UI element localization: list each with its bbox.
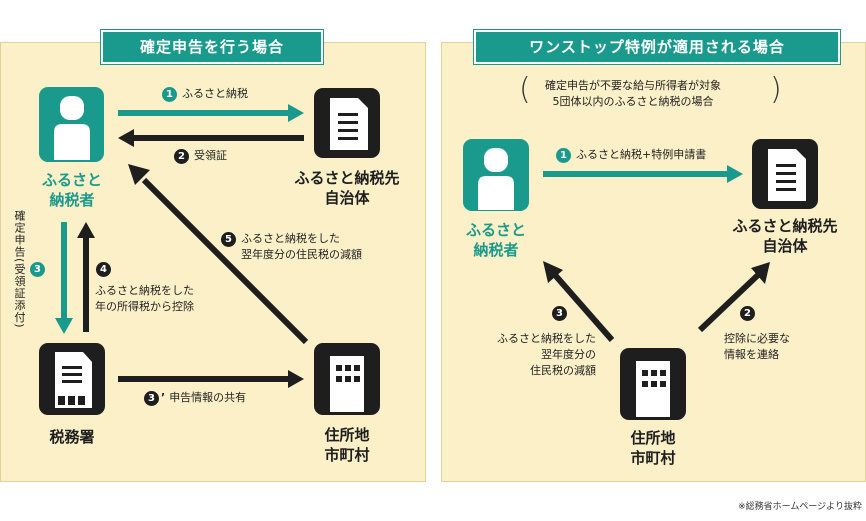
step3-number: 3 bbox=[30, 262, 45, 277]
right-document-icon bbox=[752, 139, 818, 209]
right-building-icon bbox=[620, 348, 686, 420]
arrow-step5 bbox=[128, 164, 309, 345]
step5-number: 5 bbox=[221, 231, 236, 247]
arrow-step1 bbox=[118, 104, 304, 122]
right-arrow-step3 bbox=[543, 261, 615, 342]
step1-number: 1 bbox=[162, 86, 177, 102]
step3-label: 確定申告(受領証添付) bbox=[13, 210, 26, 329]
arrow-step3 bbox=[55, 222, 73, 334]
right-residence-municipality-label: 住所地 市町村 bbox=[630, 429, 676, 467]
step3-prime-number: 3 bbox=[144, 390, 159, 406]
right-step3-label: ふるさと納税をした 翌年度分の 住民税の減額 bbox=[497, 332, 596, 377]
step4-label: ふるさと納税をした 年の所得税から控除 bbox=[95, 284, 194, 313]
right-taxpayer-icon bbox=[463, 139, 529, 211]
note-paren-left: ( bbox=[519, 72, 531, 107]
right-arrow-step1 bbox=[543, 165, 743, 183]
right-step2-label: 控除に必要な 情報を連絡 bbox=[724, 332, 790, 361]
document-icon bbox=[314, 88, 380, 158]
note-paren-right: ) bbox=[770, 72, 782, 107]
right-panel-title: ワンストップ特例が適用される場合 bbox=[473, 29, 841, 65]
arrow-step3-prime bbox=[118, 370, 304, 388]
step2-number: 2 bbox=[174, 148, 189, 164]
tax-office-icon bbox=[39, 343, 105, 415]
step4-number: 4 bbox=[96, 262, 111, 277]
arrow-step4 bbox=[77, 222, 95, 332]
right-step2-number: 2 bbox=[740, 306, 755, 321]
residence-municipality-label: 住所地 市町村 bbox=[324, 426, 370, 464]
arrow-step2 bbox=[118, 129, 304, 147]
taxpayer-icon bbox=[39, 87, 104, 162]
tax-office-label: 税務署 bbox=[49, 428, 95, 446]
right-step1-number: 1 bbox=[556, 147, 571, 163]
left-panel-title: 確定申告を行う場合 bbox=[100, 29, 324, 65]
donee-municipality-label: ふるさと納税先 自治体 bbox=[294, 169, 400, 207]
taxpayer-label: ふるさと 納税者 bbox=[41, 171, 102, 209]
building-icon bbox=[314, 343, 380, 415]
source-footnote: ※総務省ホームページより抜粋 bbox=[738, 502, 862, 512]
right-arrow-step2 bbox=[697, 262, 770, 333]
right-step3-number: 3 bbox=[552, 306, 567, 321]
right-donee-municipality-label: ふるさと納税先 自治体 bbox=[732, 217, 838, 255]
note-text: 確定申告が不要な給与所得者が対象 5団体以内のふるさと納税の場合 bbox=[545, 79, 721, 108]
step3-prime-label: 3’申告情報の共有 bbox=[144, 390, 246, 406]
right-taxpayer-label: ふるさと 納税者 bbox=[465, 221, 526, 259]
